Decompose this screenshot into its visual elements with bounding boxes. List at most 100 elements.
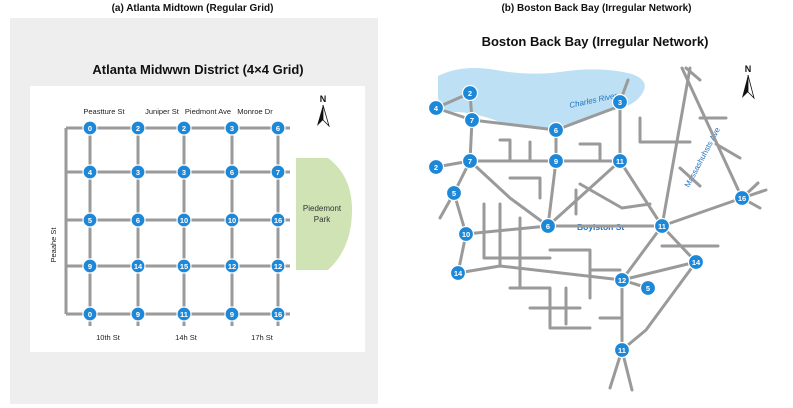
node-circle xyxy=(270,120,286,136)
grid-node: 10 xyxy=(224,212,240,228)
road-segment xyxy=(434,104,622,132)
node-circle xyxy=(270,212,286,228)
side-street-label: Peaahe St xyxy=(49,227,58,263)
node-circle xyxy=(653,217,671,235)
piedmont-park xyxy=(296,158,352,270)
grid-node: 9 xyxy=(224,306,240,322)
node-label: 16 xyxy=(274,216,282,225)
road-segment xyxy=(546,159,558,228)
grid-node: 0 xyxy=(82,306,98,322)
node-label: 2 xyxy=(182,124,186,133)
node-label: 7 xyxy=(276,168,280,177)
network-node: 4 xyxy=(427,99,445,117)
grid-node: 16 xyxy=(270,306,286,322)
node-label: 6 xyxy=(230,168,234,177)
atlanta-panel: Atlanta Midwwn District (4×4 Grid) Piede… xyxy=(10,18,378,404)
boston-network-map: Boston Back Bay (Irregular Network) Char… xyxy=(427,34,768,392)
node-circle xyxy=(82,164,98,180)
node-circle xyxy=(461,84,479,102)
node-circle xyxy=(613,341,631,359)
network-node: 14 xyxy=(449,264,467,282)
node-label: 9 xyxy=(88,262,92,271)
road-segment xyxy=(660,224,698,264)
node-circle xyxy=(270,164,286,180)
node-label: 11 xyxy=(180,310,188,319)
network-node: 9 xyxy=(547,152,565,170)
node-label: 3 xyxy=(182,168,186,177)
road-segment xyxy=(464,224,550,236)
boston-title: Boston Back Bay (Irregular Network) xyxy=(482,34,709,49)
road-segment xyxy=(498,138,512,163)
node-label: 6 xyxy=(276,124,280,133)
road-segment xyxy=(714,142,742,160)
network-node: 7 xyxy=(463,111,481,129)
network-node: 5 xyxy=(639,279,657,297)
network-node: 14 xyxy=(687,253,705,271)
node-label: 10 xyxy=(180,216,188,225)
road-segment xyxy=(546,159,622,228)
road-segment xyxy=(468,159,550,228)
north-arrow-icon: N xyxy=(742,64,755,100)
node-circle xyxy=(639,279,657,297)
grid-node: 10 xyxy=(176,212,192,228)
node-circle xyxy=(461,152,479,170)
grid-node: 14 xyxy=(130,258,146,274)
svg-text:N: N xyxy=(745,64,752,74)
node-circle xyxy=(270,258,286,274)
grid-node: 3 xyxy=(130,164,146,180)
top-street-label: Juniper St xyxy=(145,107,180,116)
node-circle xyxy=(687,253,705,271)
node-circle xyxy=(733,189,751,207)
node-circle xyxy=(611,152,629,170)
road-segment xyxy=(678,166,702,188)
network-node: 10 xyxy=(457,225,475,243)
node-circle xyxy=(445,184,463,202)
grid-node: 15 xyxy=(176,258,192,274)
node-circle xyxy=(224,120,240,136)
top-street-label: Monroe Dr xyxy=(237,107,273,116)
node-label: 3 xyxy=(136,168,140,177)
grid-node: 12 xyxy=(270,258,286,274)
road-segment xyxy=(620,260,698,352)
road-segment xyxy=(468,118,622,163)
node-circle xyxy=(463,111,481,129)
network-node: 16 xyxy=(733,189,751,207)
node-circle xyxy=(224,212,240,228)
atlanta-title: Atlanta Midwwn District (4×4 Grid) xyxy=(92,62,303,77)
node-circle xyxy=(427,158,445,176)
network-node: 11 xyxy=(613,341,631,359)
grid-node: 5 xyxy=(82,212,98,228)
node-circle xyxy=(270,306,286,322)
park-label-1: Piedemont xyxy=(303,204,342,213)
node-circle xyxy=(224,258,240,274)
network-node: 11 xyxy=(611,152,629,170)
park-label-2: Park xyxy=(314,215,331,224)
grid-node: 9 xyxy=(82,258,98,274)
atlanta-grid-map: Atlanta Midwwn District (4×4 Grid) Piede… xyxy=(30,62,365,352)
node-circle xyxy=(82,120,98,136)
grid-node: 0 xyxy=(82,120,98,136)
road-segment xyxy=(618,159,664,228)
node-label: 9 xyxy=(554,157,558,166)
node-circle xyxy=(82,212,98,228)
node-circle xyxy=(176,306,192,322)
road-segment xyxy=(578,142,602,163)
node-circle xyxy=(539,217,557,235)
grid-node: 6 xyxy=(224,164,240,180)
grid-node: 2 xyxy=(130,120,146,136)
node-circle xyxy=(449,264,467,282)
road-segment xyxy=(620,224,664,282)
node-label: 2 xyxy=(434,163,438,172)
node-circle xyxy=(176,212,192,228)
node-circle xyxy=(82,258,98,274)
road-segment xyxy=(548,248,592,300)
node-label: 3 xyxy=(618,98,622,107)
node-label: 2 xyxy=(136,124,140,133)
network-node: 2 xyxy=(427,158,445,176)
road-segment xyxy=(660,188,768,228)
node-circle xyxy=(224,164,240,180)
node-label: 10 xyxy=(228,216,236,225)
network-node: 6 xyxy=(547,121,565,139)
grid-node: 6 xyxy=(270,120,286,136)
node-circle xyxy=(224,306,240,322)
